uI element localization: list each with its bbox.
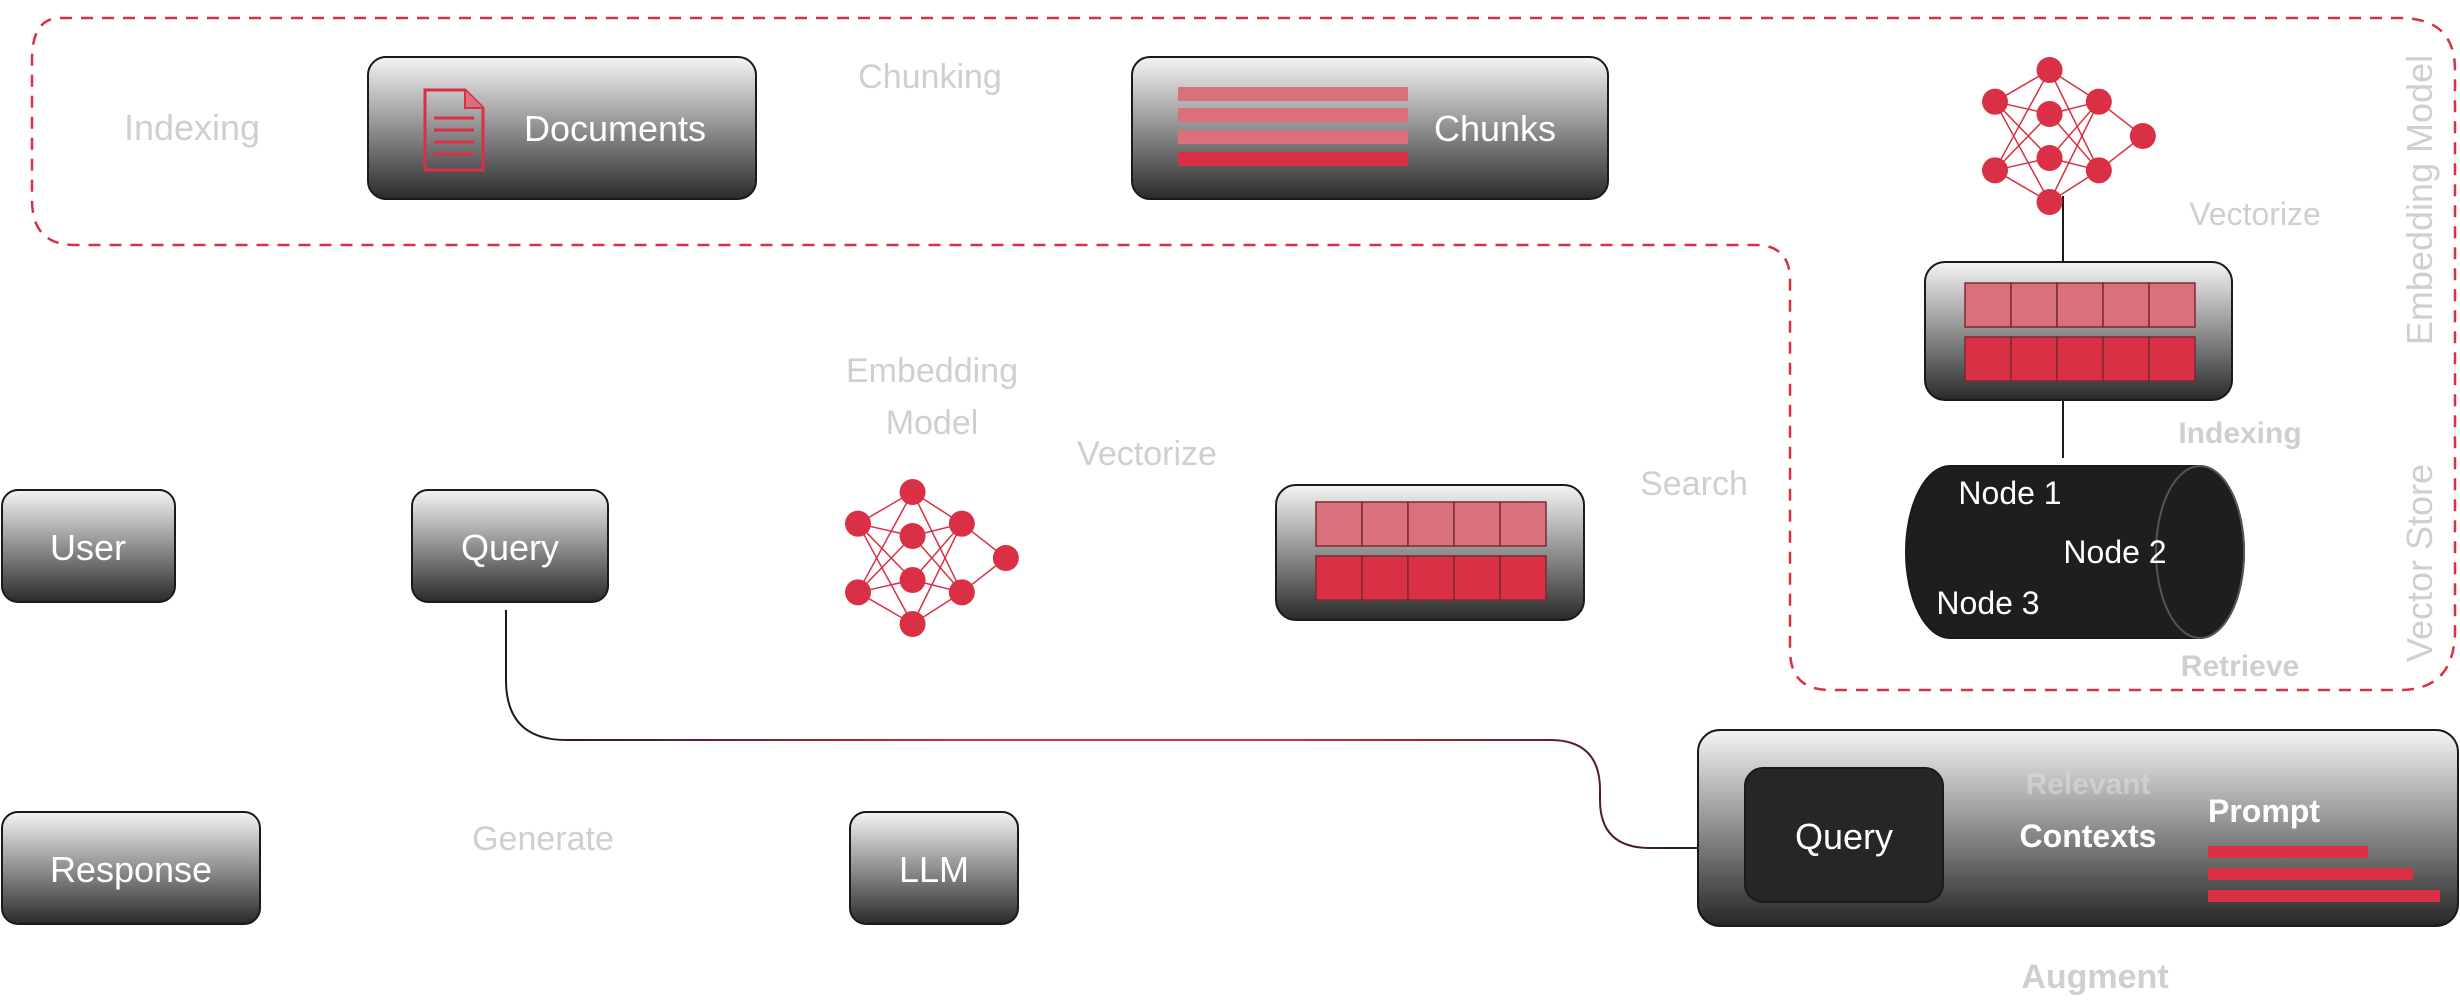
network-edge xyxy=(857,523,914,581)
vectorize-top-label: Vectorize xyxy=(2189,196,2321,232)
node-3-label: Node 3 xyxy=(1936,585,2039,621)
vectorize-middle-label: Vectorize xyxy=(1077,435,1217,473)
chunks-stack-icon xyxy=(1178,87,1408,166)
vector-cell xyxy=(1361,555,1409,601)
vector-cell xyxy=(1964,336,2012,382)
network-node xyxy=(2036,57,2063,83)
vector-cell xyxy=(1453,501,1501,547)
network-node xyxy=(845,579,871,606)
chunking-label: Chunking xyxy=(858,58,1002,96)
network-edge xyxy=(1994,101,2051,159)
vector-cell xyxy=(1315,501,1363,547)
documents-label: Documents xyxy=(524,108,706,149)
network-edge xyxy=(1994,113,2051,171)
user-box xyxy=(1,489,176,603)
indexing-node-label: Indexing xyxy=(2178,417,2301,450)
network-node xyxy=(2036,101,2063,127)
vector-cell xyxy=(1361,501,1409,547)
augment-query-label: Query xyxy=(1795,816,1893,857)
network-edge xyxy=(2048,101,2100,203)
generate-label: Generate xyxy=(472,820,614,858)
embedding-model-vertical-label: Embedding Model xyxy=(2399,55,2440,345)
augment-query-box xyxy=(1744,767,1944,903)
retrieve-label: Retrieve xyxy=(2181,650,2299,683)
connectors xyxy=(83,121,2064,869)
network-node xyxy=(899,523,926,549)
response-label: Response xyxy=(50,849,212,890)
network-edge xyxy=(857,491,914,593)
vector-cell xyxy=(1499,501,1547,547)
vector-cell xyxy=(2056,282,2104,328)
network-node xyxy=(992,545,1019,571)
query-box xyxy=(411,489,609,603)
query-label: Query xyxy=(461,527,559,568)
network-node xyxy=(948,510,975,537)
network-edge xyxy=(2048,69,2100,171)
network-edge xyxy=(857,535,914,593)
network-edge xyxy=(911,523,963,625)
network-edge xyxy=(857,523,914,625)
chunks-label: Chunks xyxy=(1434,108,1556,149)
prompt-bars-icon xyxy=(2208,846,2440,902)
vector-cell xyxy=(1964,282,2012,328)
vector-cells-middle xyxy=(1315,501,1547,601)
embedding-model-label-line1: Embedding xyxy=(846,352,1018,390)
network-node xyxy=(899,611,926,637)
vector-cell xyxy=(2148,282,2196,328)
prompt-label: Prompt xyxy=(2208,793,2320,829)
vector-cell xyxy=(1407,501,1455,547)
vector-cell xyxy=(1407,555,1455,601)
response-box xyxy=(1,811,261,925)
vector-cell xyxy=(1315,555,1363,601)
vector-cell xyxy=(1499,555,1547,601)
vector-cell xyxy=(2010,282,2058,328)
vector-store-cylinder xyxy=(1905,465,2245,639)
embedding-model-label-line2: Model xyxy=(886,404,979,442)
network-edge xyxy=(1994,69,2051,171)
vector-cells-top xyxy=(1964,282,2196,382)
vector-store-vertical-label: Vector Store xyxy=(2399,464,2440,662)
vector-cell xyxy=(2010,336,2058,382)
document-icon xyxy=(423,88,485,172)
embedding-model-network-middle xyxy=(845,479,1019,637)
network-node xyxy=(2129,123,2156,149)
search-label: Search xyxy=(1640,465,1748,503)
connector-query-augment xyxy=(505,610,1745,849)
node-1-label: Node 1 xyxy=(1958,475,2061,511)
indexing-section-title: Indexing xyxy=(124,107,260,148)
indexing-section-outline xyxy=(30,16,2457,692)
contexts-label: Contexts xyxy=(2020,818,2157,854)
network-node xyxy=(948,579,975,606)
network-node xyxy=(1982,157,2008,184)
network-node xyxy=(899,567,926,593)
embedding-model-network-top xyxy=(1982,57,2156,215)
network-node xyxy=(2036,145,2063,171)
vector-cell xyxy=(2102,336,2150,382)
network-node xyxy=(2085,88,2112,115)
relevant-label: Relevant xyxy=(2025,768,2150,801)
llm-label: LLM xyxy=(899,849,969,890)
vector-cell xyxy=(2056,336,2104,382)
llm-box xyxy=(849,811,1019,925)
network-node xyxy=(899,479,926,505)
network-node xyxy=(1982,88,2008,115)
user-label: User xyxy=(50,527,126,568)
network-node xyxy=(2036,189,2063,215)
network-edge xyxy=(1994,101,2051,203)
network-edge xyxy=(911,491,963,593)
network-node xyxy=(845,510,871,537)
network-node xyxy=(2085,157,2112,184)
vector-cell xyxy=(1453,555,1501,601)
augment-label: Augment xyxy=(2021,958,2168,996)
node-2-label: Node 2 xyxy=(2063,534,2166,570)
vector-cell xyxy=(2102,282,2150,328)
vector-cell xyxy=(2148,336,2196,382)
